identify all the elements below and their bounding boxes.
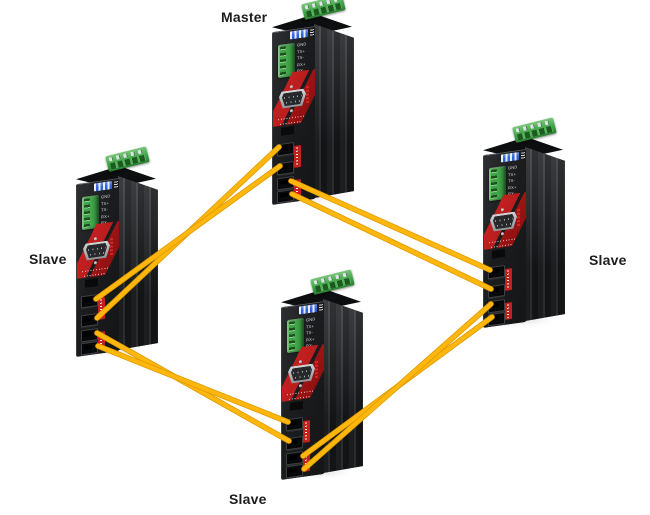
model-name-vertical-label [315,360,318,379]
db9-pin-field [493,214,514,230]
device-front-panel: GND TX+ TX- RX+ RX- [272,26,315,206]
label-slave-right: Slave [589,252,627,268]
dip-switch-block [299,303,317,315]
dip-legend-text [489,236,521,262]
dip-legend-text [278,113,310,139]
fiber-port-group1-label [303,419,310,443]
device-slave-bottom: GND TX+ TX- RX+ RX- [275,269,367,481]
label-master: Master [221,9,268,25]
fiber-cable [95,343,291,425]
device-side-panel [118,176,158,350]
power-terminal-block [310,269,355,295]
device-front-panel: GND TX+ TX- RX+ RX- [483,149,526,329]
dip-switch-block [94,180,112,192]
device-master: GND TX+ TX- RX+ RX- [266,0,358,206]
device-side-panel [525,147,565,321]
fiber-port-group1-label [98,296,105,320]
power-terminal-block [512,117,557,143]
device-slave-left: GND TX+ TX- RX+ RX- [70,146,162,358]
fiber-port-4 [286,463,303,479]
dip-switch-label [521,152,525,159]
fiber-port-4 [81,340,98,356]
fiber-cable [96,344,290,424]
model-name-vertical-label [110,237,113,256]
fiber-port-group2-label [98,330,105,349]
device-side-panel [323,299,363,473]
dip-switch-label [310,29,314,36]
db9-pin-field [282,91,303,107]
fiber-port-1 [277,141,294,157]
fiber-port-2 [286,435,303,451]
model-name-vertical-label [306,85,309,104]
fiber-port-group2-label [294,178,301,197]
dip-switch-block [290,28,308,40]
dip-legend-text [82,265,114,291]
dip-switch-label [319,304,323,311]
device-front-panel: GND TX+ TX- RX+ RX- [76,178,119,358]
fiber-cable [289,191,494,292]
fiber-port-1 [81,293,98,309]
db9-pin-field [86,243,107,259]
db9-pin-field [291,366,312,382]
fiber-port-group2-label [303,453,310,472]
fiber-port-2 [81,312,98,328]
device-slave-right: GND TX+ TX- RX+ RX- [477,117,569,329]
power-terminal-block [105,146,150,172]
fiber-port-group1-label [505,267,512,291]
fiber-port-4 [277,188,294,204]
fiber-cable [290,192,493,291]
label-slave-bottom: Slave [229,491,267,507]
model-name-vertical-label [517,208,520,227]
fiber-port-2 [488,283,505,299]
fiber-port-group1-label [294,144,301,168]
fiber-port-2 [277,160,294,176]
dip-switch-block [501,151,519,163]
fiber-port-1 [488,264,505,280]
label-slave-left: Slave [29,251,67,267]
fiber-port-4 [488,311,505,327]
dip-legend-text [287,388,319,414]
fiber-port-group2-label [505,301,512,320]
device-front-panel: GND TX+ TX- RX+ RX- [281,301,324,481]
fiber-port-1 [286,416,303,432]
device-side-panel [314,24,354,198]
dip-switch-label [114,181,118,188]
